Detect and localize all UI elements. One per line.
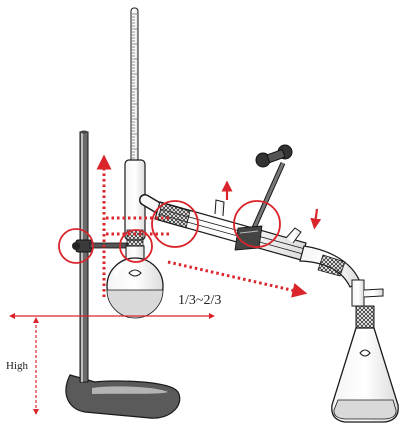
clamp-icon [234,144,293,251]
highlight-condenser-clamp [233,200,281,248]
clamp-arm [89,242,129,249]
condenser-icon [154,199,307,261]
ground-joint-receiver [355,305,375,329]
highlight-flask-joint [119,229,153,263]
guide-lines [96,154,308,298]
fill-ratio-label: 1/3~2/3 [178,293,221,308]
ground-joint-adapter [317,254,346,277]
highlight-clamp-stand [58,228,94,264]
highlight-condenser-joint [151,200,199,248]
measurement-lines [9,313,215,415]
highlight-circles [58,200,281,264]
boiling-chip-icon [128,269,142,277]
distillate-liquid [333,399,397,420]
distillation-head [124,159,171,249]
receiving-flask-icon [331,305,399,423]
stand-base [65,374,181,419]
heating-flask-icon [106,245,164,319]
adapter-icon [299,245,384,307]
water-flow-arrows [221,180,322,230]
water-in-arrow [310,208,322,230]
flask-liquid [106,289,164,319]
height-label: High [6,360,29,372]
clamp-knob [72,242,80,250]
slope-arrow [167,260,308,298]
ground-joint-condenser [157,202,191,229]
